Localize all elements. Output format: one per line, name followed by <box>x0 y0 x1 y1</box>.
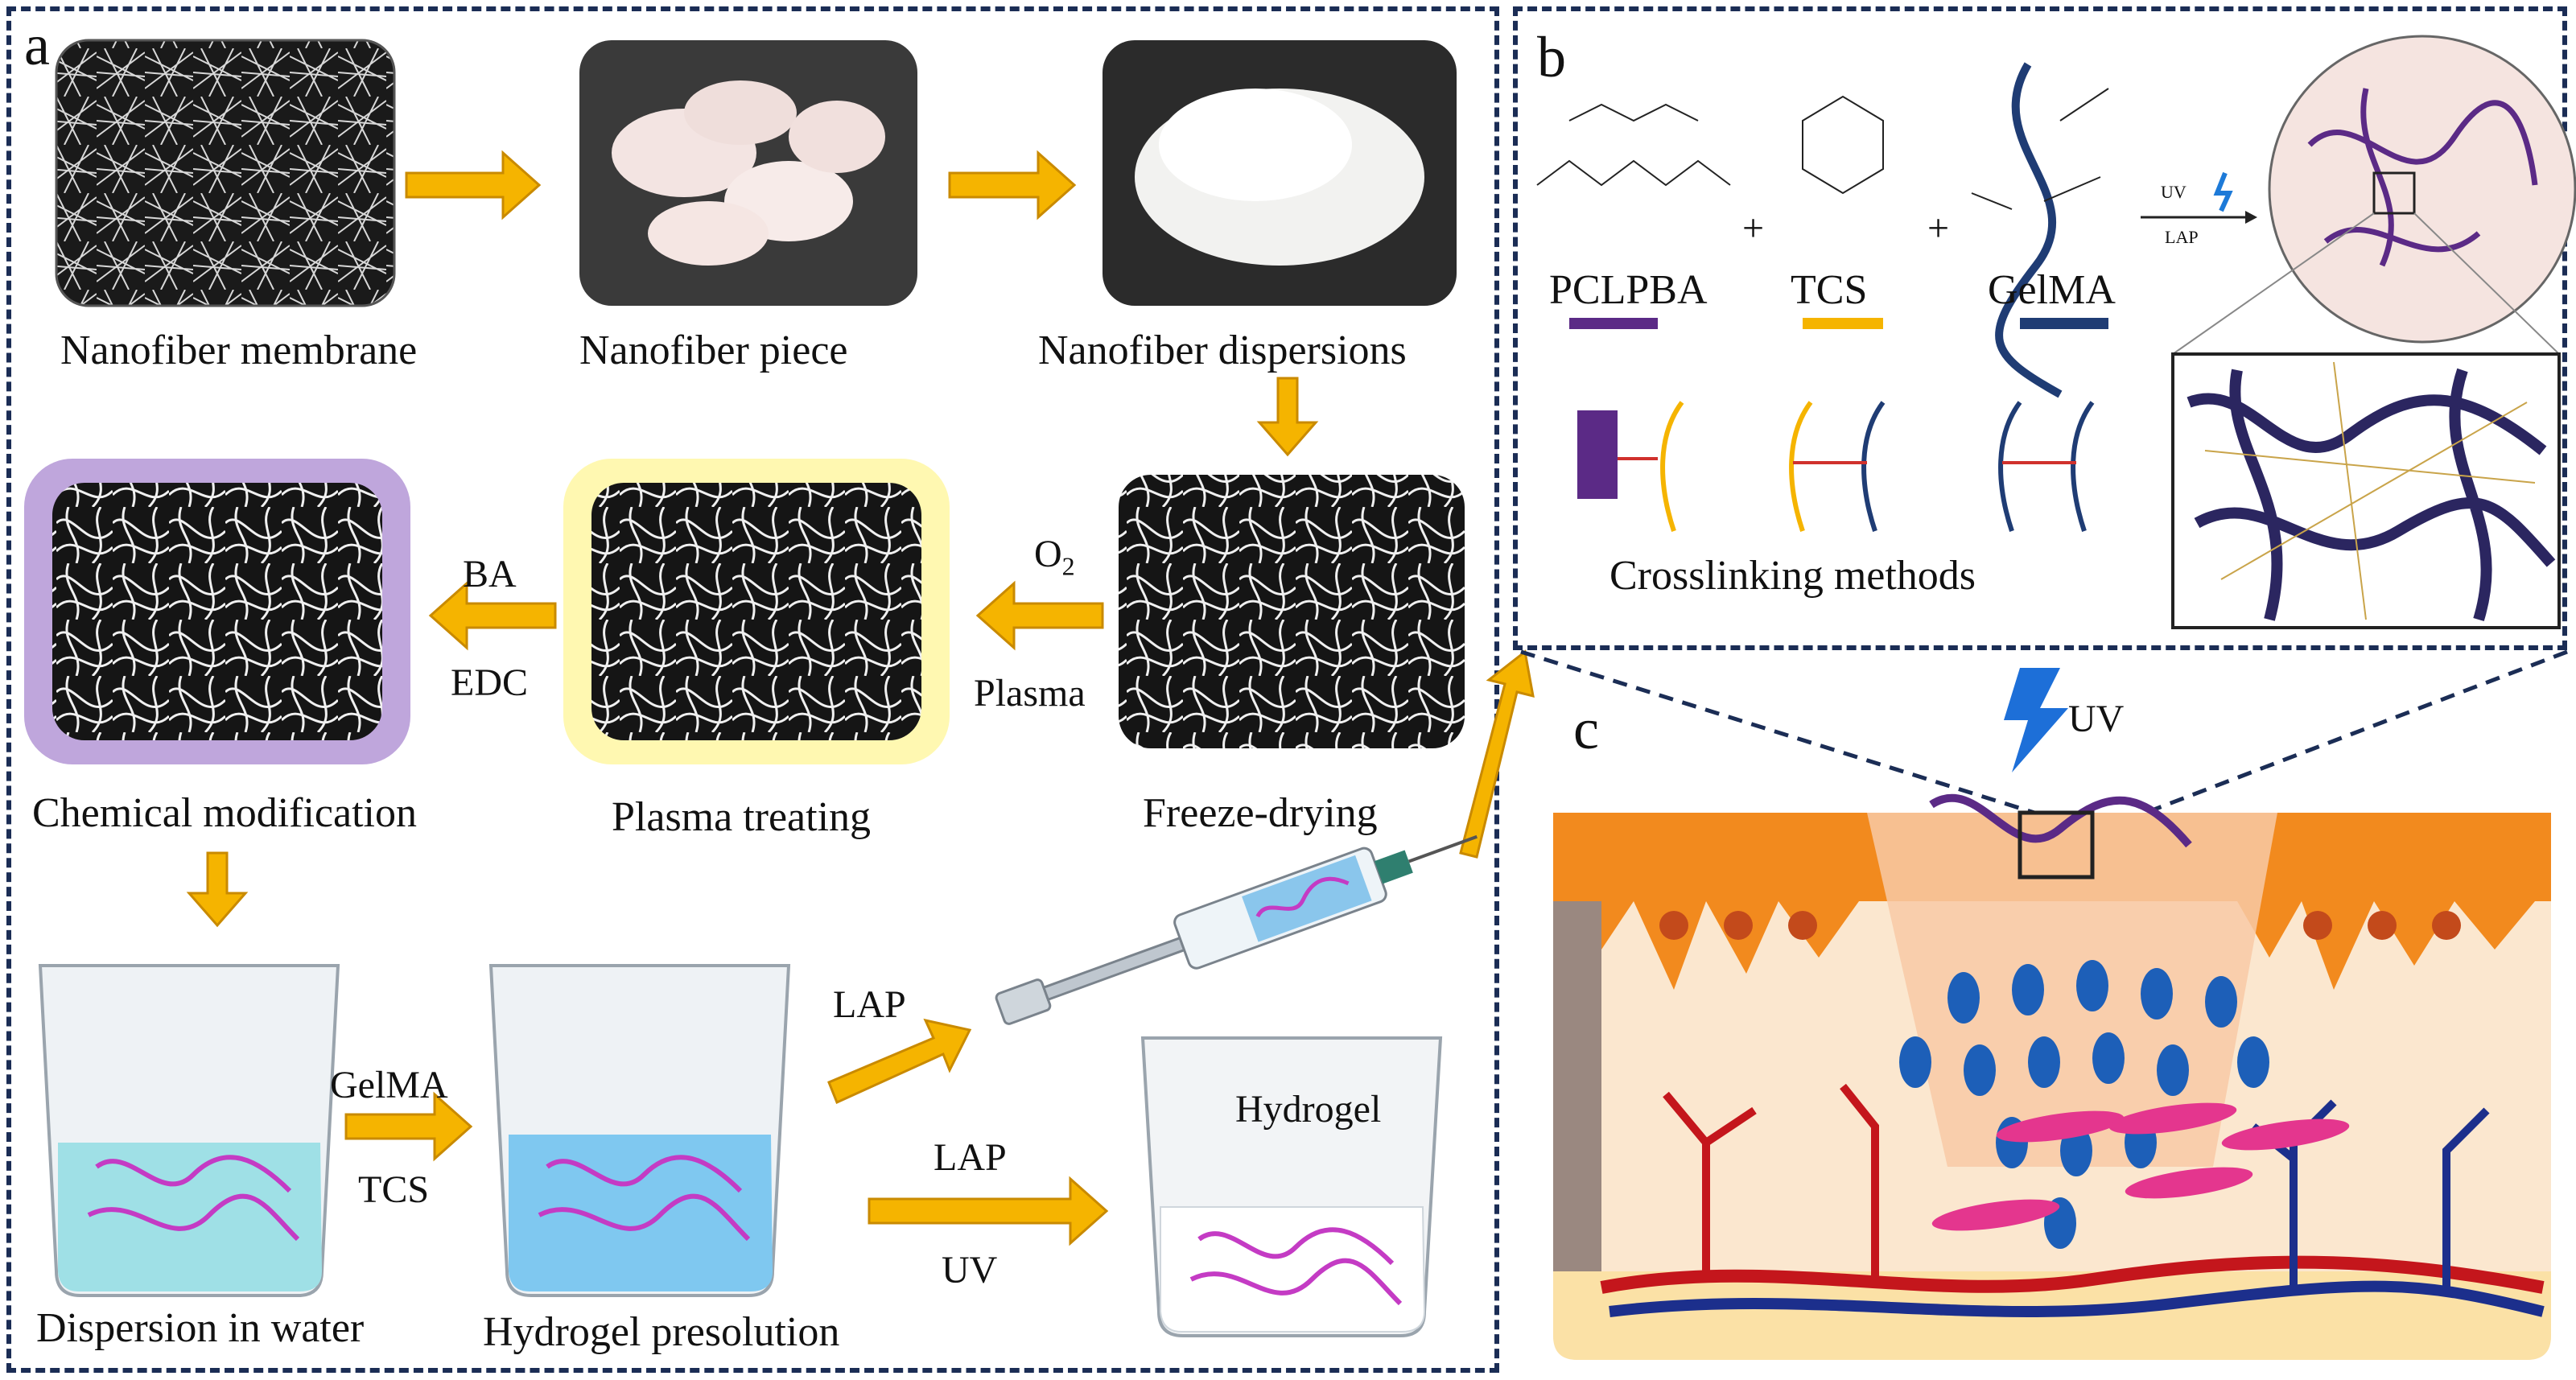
label-uv-bottom: UV <box>942 1249 998 1291</box>
piece-tile <box>579 40 917 306</box>
panel-a-frame <box>6 6 1499 1373</box>
label-lap-top: LAP <box>833 983 906 1026</box>
crosslink-pclpba-tcs <box>1577 401 1684 532</box>
arrow-freeze-to-plasma <box>975 580 1104 651</box>
panel-b-frame <box>1513 6 2567 650</box>
label-crosslinking-methods: Crosslinking methods <box>1609 553 1976 599</box>
legend-tcs <box>1803 318 1883 329</box>
label-tcs-b: TCS <box>1791 267 1868 313</box>
legend-gelma <box>2020 318 2108 329</box>
caption-hydrogel: Hydrogel <box>1235 1088 1382 1131</box>
plasma-tile <box>563 459 950 764</box>
caption-chemical-modification: Chemical modification <box>32 790 417 836</box>
label-o2-sub: 2 <box>1061 551 1075 581</box>
chemical-tile <box>24 459 410 764</box>
pclpba-structure <box>1536 103 1731 187</box>
label-pclpba: PCLPBA <box>1549 267 1708 313</box>
beaker-water <box>38 964 340 1297</box>
caption-dispersions: Nanofiber dispersions <box>1038 327 1407 373</box>
crosslink-tcs-gelma <box>1789 401 1886 532</box>
crosslink-gelma-gelma <box>1998 401 2095 532</box>
network-zoom-box <box>2171 212 2561 629</box>
label-tcs: TCS <box>358 1168 430 1211</box>
caption-freeze-drying: Freeze-drying <box>1143 790 1378 836</box>
legend-pclpba <box>1569 318 1658 329</box>
arrow-plasma-to-chemical <box>428 580 557 651</box>
caption-piece: Nanofiber piece <box>579 327 848 373</box>
freeze-drying-tile <box>1119 475 1465 748</box>
label-o2: O2 <box>1034 535 1075 579</box>
dispersions-tile <box>1103 40 1457 306</box>
arrow-lap-to-syringe <box>827 1018 972 1105</box>
connector-right <box>2124 649 2568 823</box>
label-lap-b: LAP <box>2165 227 2199 247</box>
skin-section <box>1553 793 2551 1360</box>
label-o2-text: O <box>1034 533 1062 575</box>
gelma-structure <box>1971 62 2109 398</box>
caption-membrane: Nanofiber membrane <box>60 327 418 373</box>
uv-lap-arrow <box>2141 171 2257 224</box>
caption-hydrogel-presolution: Hydrogel presolution <box>483 1309 840 1355</box>
panel-a-label: a <box>24 13 50 77</box>
label-ba: BA <box>463 553 517 595</box>
plus-1: + <box>1742 207 1765 249</box>
arrow-down-to-freeze <box>1256 377 1319 457</box>
beaker-hydrogel <box>1140 1036 1443 1337</box>
caption-plasma-treating: Plasma treating <box>612 794 872 840</box>
syringe <box>995 834 1478 1025</box>
panel-b-label: b <box>1537 25 1566 89</box>
label-lap-mid: LAP <box>934 1136 1007 1179</box>
label-edc: EDC <box>451 661 528 704</box>
label-plasma: Plasma <box>974 672 1086 715</box>
label-uv-b: UV <box>2161 182 2187 202</box>
panel-c-label: c <box>1573 697 1599 761</box>
tcs-structure <box>1802 95 1884 195</box>
label-gelma: GelMA <box>330 1064 448 1106</box>
plus-2: + <box>1927 207 1950 249</box>
beaker-presolution <box>488 964 791 1297</box>
membrane-tile <box>55 39 396 307</box>
label-gelma-b: GelMA <box>1988 267 2116 313</box>
arrow-lap-uv <box>868 1176 1109 1246</box>
arrow-gelma-tcs <box>344 1091 473 1162</box>
caption-dispersion-in-water: Dispersion in water <box>36 1305 365 1351</box>
network-circle <box>2268 35 2576 344</box>
uv-bolt-icon <box>2004 668 2068 772</box>
connector-left <box>1520 649 2061 823</box>
label-uv-c: UV <box>2068 698 2125 740</box>
magenta-cells <box>1931 1102 2350 1231</box>
arrow-piece-to-dispersions <box>948 150 1077 220</box>
arrow-membrane-to-piece <box>405 150 542 220</box>
arrow-syringe-to-b <box>1459 649 1535 859</box>
arrow-down-to-beaker <box>186 851 249 928</box>
